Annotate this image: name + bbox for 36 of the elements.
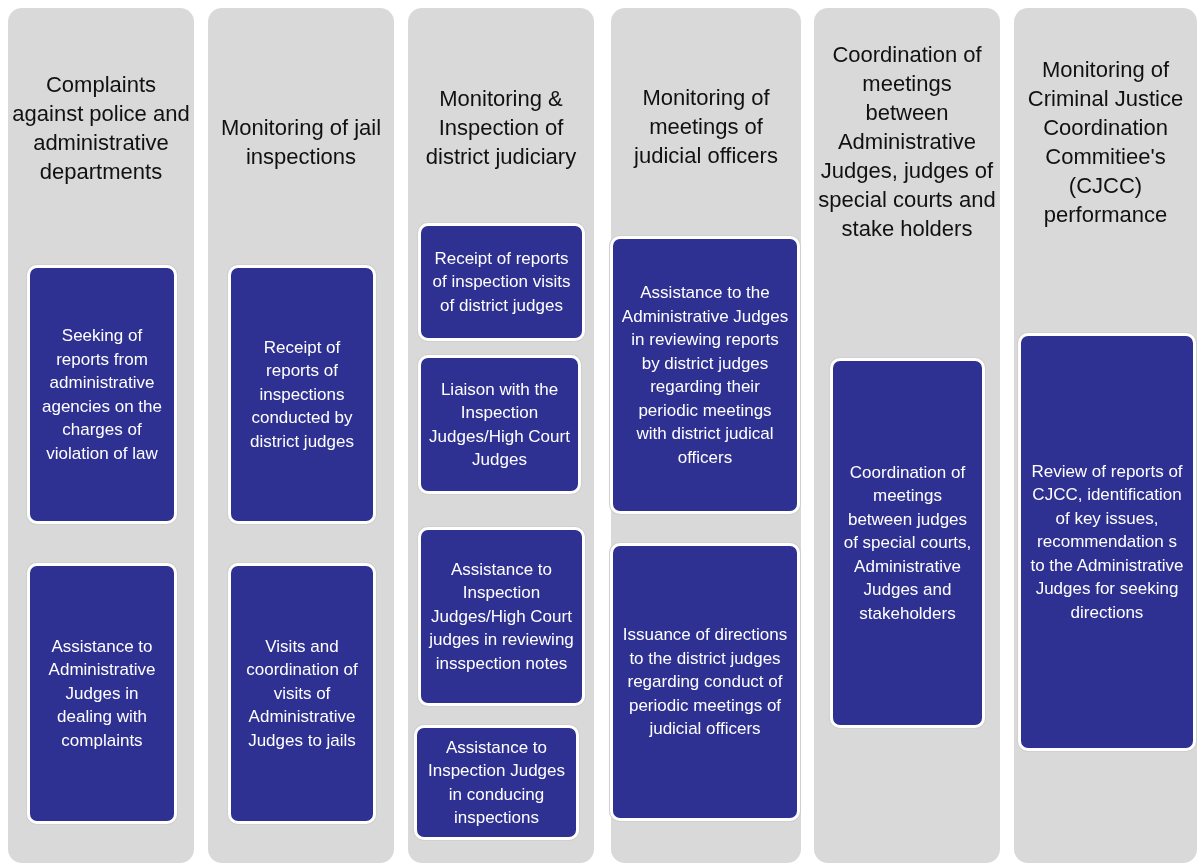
column-heading: Monitoring of meetings of judicial officers — [632, 84, 779, 170]
column-panel — [814, 8, 1000, 863]
task-text: Assistance to Inspection Judges in conducing inspections — [426, 736, 566, 829]
column-panel — [408, 8, 594, 863]
column-panel — [208, 8, 394, 863]
task-text: Issuance of directions to the district judges regarding conduct of periodic meetings of judicial officers — [621, 624, 789, 741]
task-text: Assistance to Inspection Judges/High Court judges in reviewing insspection notes — [429, 558, 574, 675]
task-box — [228, 265, 376, 524]
task-text: Review of reports of CJCC, identification of key issues, recommendation s to the Administrative Judges for seeking directions — [1029, 460, 1185, 624]
task-box — [418, 527, 585, 706]
task-text: Visits and coordination of visits of Administrative Judges to jails — [245, 635, 359, 752]
task-text: Coordination of meetings between judges of special courts, Administrative Judges and stakeholders — [842, 461, 973, 625]
task-box — [414, 725, 579, 840]
task-box — [27, 265, 177, 524]
column-heading: Coordination of meetings between Administrative Judges, judges of special courts and stake holders — [818, 41, 996, 243]
column-heading: Monitoring & Inspection of district judiciary — [424, 85, 578, 171]
task-text: Liaison with the Inspection Judges/High Court Judges — [429, 378, 570, 471]
task-box — [610, 543, 800, 821]
task-box — [418, 355, 581, 494]
task-box — [1018, 333, 1196, 751]
task-text: Receipt of reports of inspections conducted by district judges — [249, 336, 355, 453]
task-box — [228, 563, 376, 824]
task-box — [418, 223, 585, 341]
task-text: Seeking of reports from administrative agencies on the charges of violation of law — [40, 325, 163, 465]
column-heading: Monitoring of jail inspections — [219, 114, 383, 171]
column-panel — [611, 8, 801, 863]
task-box — [27, 563, 177, 824]
task-text: Receipt of reports of inspection visits of district judges — [431, 247, 572, 317]
column-heading: Complaints against police and administrative departments — [12, 71, 190, 186]
column-panel — [8, 8, 194, 863]
column-panel — [1014, 8, 1197, 863]
column-heading: Monitoring of Criminal Justice Coordination Commitiee's (CJCC) performance — [1026, 56, 1185, 229]
task-box — [830, 358, 985, 728]
task-text: Assistance to Administrative Judges in dealing with complaints — [47, 635, 157, 752]
task-text: Assistance to the Administrative Judges in reviewing reports by district judges regarding their periodic meetings with district judical officers — [621, 282, 789, 469]
task-box — [610, 236, 800, 514]
